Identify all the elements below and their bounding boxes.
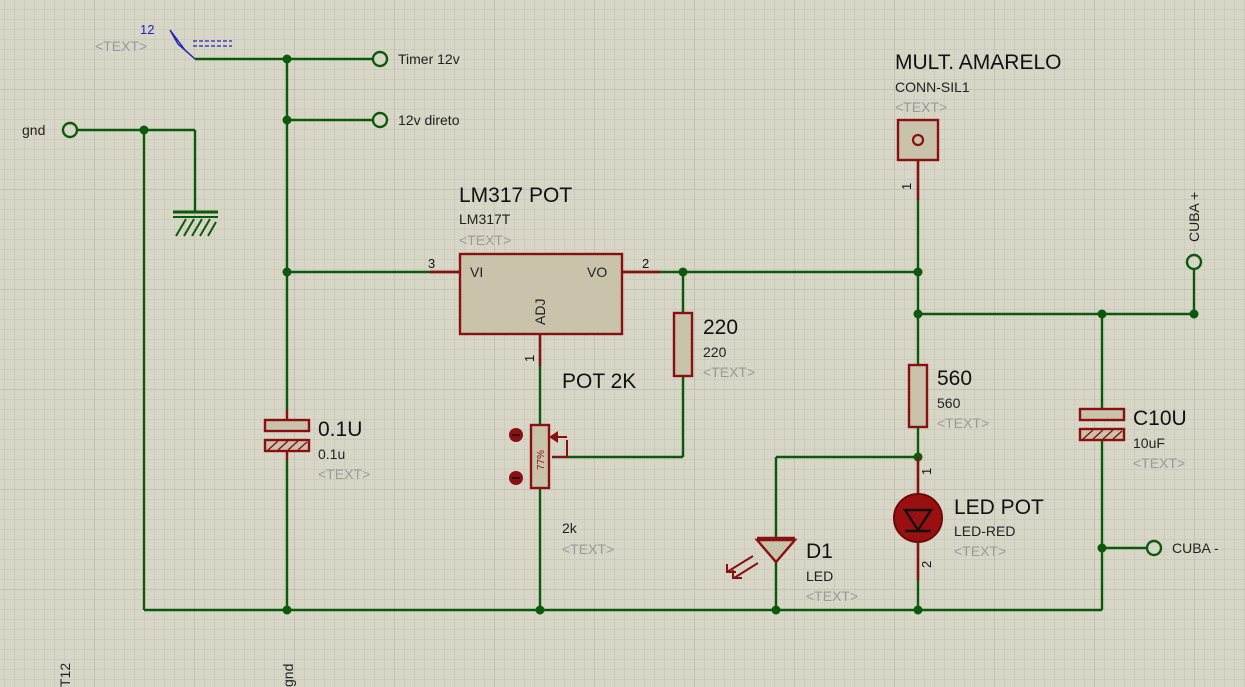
ground-symbol — [173, 210, 218, 237]
potentiometer-text: <TEXT> — [562, 541, 614, 557]
power-label-value: 12 — [140, 22, 154, 37]
power-label-text: <TEXT> — [95, 38, 147, 54]
regulator-vo-label: VO — [587, 264, 607, 280]
led-pot-text: <TEXT> — [954, 543, 1006, 559]
regulator-adj-label: ADJ — [532, 299, 548, 325]
pot-decrease-icon[interactable] — [509, 471, 523, 485]
regulator-ref: LM317 POT — [459, 184, 572, 207]
terminal-cuba-plus[interactable]: CUBA + — [1185, 192, 1203, 271]
resistor-220-text: <TEXT> — [703, 364, 755, 380]
terminal-cuba-minus[interactable]: CUBA - — [1145, 539, 1219, 557]
wires — [77, 57, 1196, 612]
regulator-text: <TEXT> — [459, 232, 511, 248]
capacitor-c10u-value: 10uF — [1133, 435, 1165, 451]
resistor-560[interactable]: 560 560 <TEXT> — [907, 363, 989, 431]
led-pot[interactable]: 1 2 LED POT LED-RED <TEXT> — [893, 457, 1044, 580]
resistor-560-value: 560 — [937, 395, 961, 411]
potentiometer-setting: 77% — [536, 450, 547, 470]
resistor-220[interactable]: 220 220 <TEXT> — [672, 311, 755, 380]
diode-d1-text: <TEXT> — [806, 588, 858, 604]
capacitor-0-1u[interactable]: 0.1U 0.1u <TEXT> — [263, 410, 370, 482]
resistor-220-ref: 220 — [703, 316, 738, 339]
pot-increase-icon[interactable] — [509, 428, 523, 442]
terminal-timer-label: Timer 12v — [398, 51, 460, 67]
edge-label-left: T12 — [57, 663, 73, 687]
connector-text: <TEXT> — [895, 99, 947, 115]
diode-d1-ref: D1 — [806, 540, 833, 563]
led-pot-pin-a: 1 — [919, 468, 934, 475]
capacitor-0-1u-ref: 0.1U — [318, 418, 362, 441]
terminal-direct[interactable]: 12v direto — [371, 111, 460, 129]
power-terminal-12v[interactable]: 12 <TEXT> — [95, 22, 232, 60]
junctions — [139, 54, 1199, 615]
connector-part: CONN-SIL1 — [895, 79, 970, 95]
connector-pin: 1 — [899, 183, 914, 190]
regulator-pin-vo: 2 — [642, 256, 649, 271]
terminal-timer[interactable]: Timer 12v — [371, 50, 460, 68]
capacitor-0-1u-text: <TEXT> — [318, 466, 370, 482]
resistor-560-ref: 560 — [937, 367, 972, 390]
capacitor-0-1u-value: 0.1u — [318, 446, 345, 462]
led-pot-part: LED-RED — [954, 523, 1015, 539]
capacitor-c10u-text: <TEXT> — [1133, 455, 1185, 471]
capacitor-c10u[interactable]: C10U 10uF <TEXT> — [1078, 407, 1187, 471]
resistor-220-value: 220 — [703, 344, 727, 360]
terminal-cuba-plus-label: CUBA + — [1186, 192, 1202, 242]
terminal-gnd[interactable]: gnd — [22, 121, 79, 139]
capacitor-c10u-ref: C10U — [1133, 407, 1187, 430]
connector-ref: MULT. AMARELO — [895, 51, 1061, 74]
regulator-part: LM317T — [459, 211, 511, 227]
potentiometer-2k[interactable]: 77% POT 2K 2k <TEXT> — [509, 370, 636, 557]
regulator-lm317[interactable]: VI VO ADJ 3 2 1 LM317 POT LM317T <TEXT> — [428, 184, 660, 366]
regulator-vi-label: VI — [470, 264, 483, 280]
diode-d1-part: LED — [806, 568, 833, 584]
led-pot-ref: LED POT — [954, 496, 1044, 519]
terminal-cuba-minus-label: CUBA - — [1172, 540, 1219, 556]
diode-d1[interactable]: D1 LED <TEXT> — [726, 536, 858, 604]
potentiometer-value: 2k — [562, 520, 578, 536]
terminal-direct-label: 12v direto — [398, 112, 460, 128]
connector-mult-amarelo[interactable]: 1 MULT. AMARELO CONN-SIL1 <TEXT> — [895, 51, 1061, 200]
edge-label-gnd: gnd — [280, 664, 296, 687]
led-pot-pin-k: 2 — [919, 561, 934, 568]
regulator-pin-vi: 3 — [428, 256, 435, 271]
terminal-gnd-label: gnd — [22, 122, 45, 138]
potentiometer-ref: POT 2K — [562, 370, 636, 393]
resistor-560-text: <TEXT> — [937, 415, 989, 431]
regulator-pin-adj: 1 — [522, 355, 537, 362]
